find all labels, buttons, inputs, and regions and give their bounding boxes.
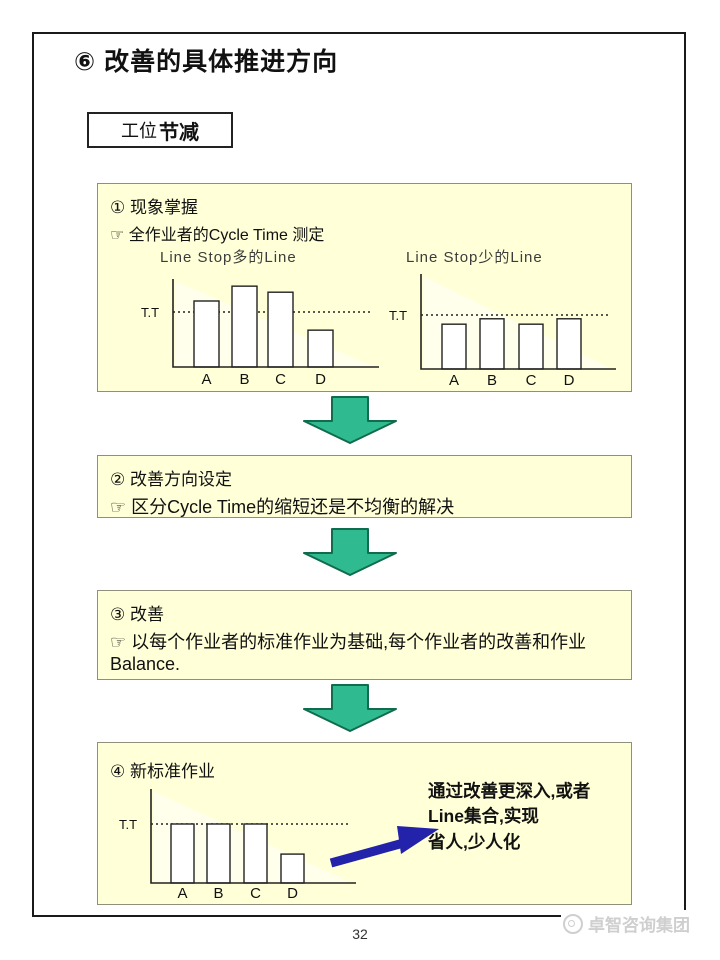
step1-heading: ① 现象掌握 xyxy=(110,198,198,217)
svg-text:A: A xyxy=(449,372,459,389)
step3-pointer-line1: ☞ 以每个作业者的标准作业为基础,每个作业者的改善和作业 xyxy=(110,632,587,652)
svg-text:A: A xyxy=(201,371,211,388)
svg-text:D: D xyxy=(287,885,298,902)
tag-text-regular: 工位 xyxy=(121,121,157,141)
step2-heading: ② 改善方向设定 xyxy=(110,470,232,489)
annotation-line: 通过改善更深入,或者 xyxy=(428,781,591,801)
svg-text:T.T: T.T xyxy=(119,817,137,832)
step2-box: ② 改善方向设定 ☞ 区分Cycle Time的缩短还是不均衡的解决 xyxy=(97,455,632,518)
svg-text:D: D xyxy=(564,372,575,389)
improvement-arrow-icon xyxy=(329,826,439,868)
bar-chart-new-standard-work: T.T A B C D xyxy=(119,789,356,902)
annotation-line: 省人,少人化 xyxy=(428,831,521,852)
chart1-title: Line Stop多的Line xyxy=(160,249,297,266)
step4-box: ④ 新标准作业 T.T A B C D 通过改善更深入,或者 Line集合,实现 省人,… xyxy=(97,742,632,905)
svg-text:C: C xyxy=(250,885,261,902)
svg-text:B: B xyxy=(239,371,249,388)
step1-pointer: ☞ 全作业者的Cycle Time 测定 xyxy=(110,227,325,244)
svg-text:D: D xyxy=(315,371,326,388)
page-title: ⑥ 改善的具体推进方向 xyxy=(74,48,339,76)
topic-tag: 工位节减 xyxy=(87,112,233,148)
step3-heading: ③ 改善 xyxy=(110,605,164,624)
bar-chart-line-stop-few: T.T A B C D xyxy=(389,274,616,389)
down-arrow-icon xyxy=(303,396,397,444)
watermark-text: 卓智咨询集团 xyxy=(588,916,690,935)
step1-box: ① 现象掌握 ☞ 全作业者的Cycle Time 测定 Line Stop多的L… xyxy=(97,183,632,392)
annotation-line: Line集合,实现 xyxy=(428,806,539,827)
svg-text:C: C xyxy=(526,372,537,389)
step3-pointer-line2: Balance. xyxy=(110,654,181,674)
step3-box: ③ 改善 ☞ 以每个作业者的标准作业为基础,每个作业者的改善和作业 Balanc… xyxy=(97,590,632,680)
svg-text:B: B xyxy=(213,885,223,902)
step4-annotation: 通过改善更深入,或者 Line集合,实现 省人,少人化 xyxy=(428,779,633,855)
svg-text:B: B xyxy=(487,372,497,389)
bar-chart-line-stop-many: T.T A B C D xyxy=(141,279,379,388)
svg-text:A: A xyxy=(177,885,187,902)
svg-text:T.T: T.T xyxy=(141,305,159,320)
step2-pointer: ☞ 区分Cycle Time的缩短还是不均衡的解决 xyxy=(110,497,455,517)
chart2-title: Line Stop少的Line xyxy=(406,249,543,266)
svg-text:T.T: T.T xyxy=(389,308,407,323)
tag-text-bold: 节减 xyxy=(159,121,199,144)
down-arrow-icon xyxy=(303,528,397,576)
page-number: 32 xyxy=(352,926,368,942)
down-arrow-icon xyxy=(303,684,397,732)
page-border-frame xyxy=(32,32,686,917)
watermark: 卓智咨询集团 xyxy=(561,910,692,937)
step4-heading: ④ 新标准作业 xyxy=(110,762,215,781)
svg-text:C: C xyxy=(275,371,286,388)
watermark-logo-icon xyxy=(563,913,583,934)
